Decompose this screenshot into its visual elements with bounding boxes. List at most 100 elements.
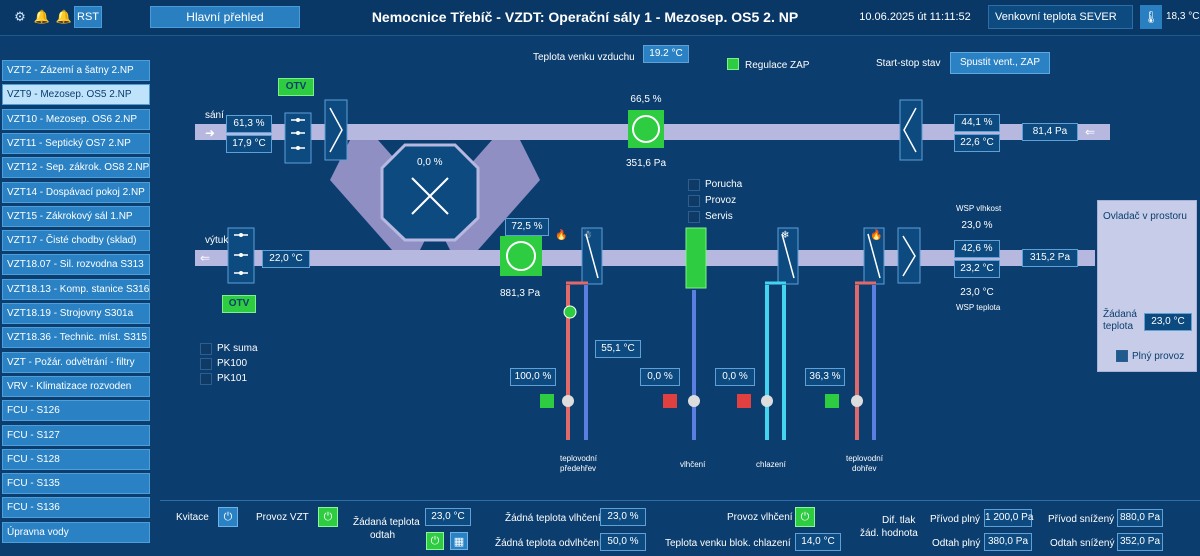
snowflake-icon: ❄ xyxy=(781,230,790,241)
sidebar-item[interactable]: VZT14 - Dospávací pokoj 2.NP xyxy=(2,181,150,203)
reset-button[interactable]: RST xyxy=(74,6,102,28)
humid-run-button[interactable]: ⏻ xyxy=(795,507,815,527)
extract-inlet-pressure: 81,4 Pa xyxy=(1022,123,1078,141)
extract-filter[interactable] xyxy=(899,99,923,161)
humidifier-pipe xyxy=(692,290,696,440)
exhaust-damper-state: OTV xyxy=(222,295,256,313)
supply-reduced-value[interactable]: 880,0 Pa xyxy=(1117,509,1163,527)
sidebar-item[interactable]: VZT - Požár. odvětrání - filtry xyxy=(2,351,150,373)
sidebar-item[interactable]: VZT12 - Sep. zákrok. OS8 2.NP xyxy=(2,157,150,179)
settings-icon[interactable]: ⚙ xyxy=(14,9,26,24)
extract-full-value[interactable]: 380,0 Pa xyxy=(984,533,1032,551)
sidebar-item[interactable]: FCU - S136 xyxy=(2,497,150,519)
intake-label: sání xyxy=(205,110,224,121)
cooling-block-value[interactable]: 14,0 °C xyxy=(795,533,841,551)
outdoor-temp-label[interactable]: Venkovní teplota SEVER xyxy=(988,5,1133,29)
dp-label-1: Dif. tlak xyxy=(882,515,916,526)
sidebar-item[interactable]: VZT17 - Čisté chodby (sklad) xyxy=(2,230,150,252)
sidebar-item[interactable]: VZT18.36 - Technic. míst. S315 xyxy=(2,327,150,349)
humidifier-valve-actuator[interactable] xyxy=(663,394,677,408)
dehumid-setpoint-value[interactable]: 50,0 % xyxy=(600,533,646,551)
sidebar-item[interactable]: VZT10 - Mezosep. OS6 2.NP xyxy=(2,108,150,130)
ack-label: Kvitace xyxy=(176,512,209,523)
supply-pressure: 315,2 Pa xyxy=(1022,249,1078,267)
datetime: 10.06.2025 út 11:11:52 xyxy=(859,11,971,23)
sidebar-item[interactable]: VRV - Klimatizace rozvoden xyxy=(2,375,150,397)
sidebar-item[interactable]: VZT18.19 - Strojovny S301a xyxy=(2,303,150,324)
sidebar-item[interactable]: VZT11 - Septický OS7 2.NP xyxy=(2,132,150,154)
supply-humidity: 42,6 % xyxy=(954,240,1000,258)
reheater-label-2: dohřev xyxy=(852,464,877,473)
recuperator[interactable] xyxy=(380,143,480,242)
sidebar-item[interactable]: VZT15 - Zákrokový sál 1.NP xyxy=(2,205,150,227)
cooler-valve-actuator[interactable] xyxy=(737,394,751,408)
pk-indicator xyxy=(200,358,212,370)
exhaust-setpoint-value[interactable]: 23,0 °C xyxy=(425,508,471,526)
outdoor-air-label: Teplota venku vzduchu xyxy=(533,52,635,63)
sidebar-item[interactable]: VZT18.13 - Komp. stanice S316 xyxy=(2,278,150,300)
sidebar-item[interactable]: VZT18.07 - Sil. rozvodna S313 xyxy=(2,254,150,276)
supply-fan-speed: 72,5 % xyxy=(505,218,549,236)
intake-humidity: 61,3 % xyxy=(226,115,272,133)
ack-power-button[interactable]: ⏻ xyxy=(218,507,238,527)
pk-label: PK suma xyxy=(217,343,258,354)
reheater-valve-actuator[interactable] xyxy=(825,394,839,408)
sidebar-item[interactable]: FCU - S135 xyxy=(2,473,150,495)
reheater-label-1: teplovodní xyxy=(846,454,883,463)
supply-filter[interactable] xyxy=(897,227,921,284)
humidifier-valve-value: 0,0 % xyxy=(640,368,680,386)
bottom-bar xyxy=(160,500,1200,556)
exhaust-setpoint-label-2: odtah xyxy=(370,530,396,541)
preheater-return-pipe xyxy=(584,285,588,440)
reheater-flame-icon: 🔥 xyxy=(870,230,883,241)
calendar-icon[interactable]: ▦ xyxy=(450,532,468,550)
bell-icon[interactable]: 🔔 xyxy=(55,9,73,24)
cooler-valve-value: 0,0 % xyxy=(715,368,755,386)
sidebar-item[interactable]: Úpravna vody xyxy=(2,521,150,543)
preheater-supply-pipe xyxy=(566,285,570,440)
room-panel-title: Ovladač v prostoru xyxy=(1103,211,1187,222)
extract-reduced-label: Odtah snížený xyxy=(1050,538,1115,549)
recuperator-cross-b xyxy=(411,177,449,215)
exhaust-setpoint-power-button[interactable]: ⏻ xyxy=(426,532,444,550)
cooler-supply-pipe xyxy=(765,285,769,440)
sidebar-item[interactable]: VZT2 - Zázemí a šatny 2.NP xyxy=(2,60,150,81)
intake-arrow: ➜ xyxy=(205,126,215,140)
reheater-valve-value: 36,3 % xyxy=(805,368,845,386)
extract-reduced-value[interactable]: 352,0 Pa xyxy=(1117,533,1163,551)
wsp-humidity-label: WSP vlhkost xyxy=(956,204,1002,213)
thermometer-icon[interactable]: 🌡 xyxy=(1140,5,1162,29)
humid-setpoint-value[interactable]: 23,0 % xyxy=(600,508,646,526)
sidebar-item[interactable]: VZT9 - Mezosep. OS5 2.NP xyxy=(2,84,150,106)
sidebar-item[interactable]: FCU - S126 xyxy=(2,400,150,422)
humid-setpoint-label: Žádná teplota vlhčení xyxy=(505,513,601,524)
status-label: Servis xyxy=(705,211,733,222)
alarm-list-icon[interactable]: 🔔 xyxy=(33,9,51,24)
start-vent-button[interactable]: Spustit vent., ZAP xyxy=(950,52,1050,74)
room-controller-panel: Ovladač v prostoru Žádaná teplota 23,0 °… xyxy=(1097,200,1197,372)
exhaust-setpoint-label-1: Žádaná teplota xyxy=(353,517,420,528)
supply-fan-pressure: 881,3 Pa xyxy=(499,288,541,299)
exhaust-label: výtuk xyxy=(205,235,229,246)
sidebar-item[interactable]: FCU - S128 xyxy=(2,448,150,470)
humidifier[interactable] xyxy=(685,227,707,289)
supply-reduced-label: Přívod snížený xyxy=(1048,514,1115,525)
cooling-block-label: Teplota venku blok. chlazení xyxy=(665,538,791,549)
regulation-indicator xyxy=(727,58,739,70)
intake-temperature: 17,9 °C xyxy=(226,135,272,153)
room-setpoint-value[interactable]: 23,0 °C xyxy=(1144,313,1192,331)
intake-damper-state: OTV xyxy=(278,78,314,96)
overview-button[interactable]: Hlavní přehled xyxy=(150,6,300,28)
extract-inlet-temperature: 22,6 °C xyxy=(954,134,1000,152)
preheater-valve-actuator[interactable] xyxy=(540,394,554,408)
intake-filter[interactable] xyxy=(324,99,348,161)
vzt-run-button[interactable]: ⏻ xyxy=(318,507,338,527)
supply-full-value[interactable]: 1 200,0 Pa xyxy=(984,509,1033,527)
room-setpoint-label-1: Žádaná xyxy=(1103,309,1137,320)
reheater-supply-pipe xyxy=(855,285,859,440)
sidebar-item[interactable]: FCU - S127 xyxy=(2,424,150,446)
preheater-pump[interactable] xyxy=(563,305,577,319)
status-label: Porucha xyxy=(705,179,743,190)
supply-temperature: 23,2 °C xyxy=(954,260,1000,278)
reheater-return-pipe xyxy=(872,285,876,440)
